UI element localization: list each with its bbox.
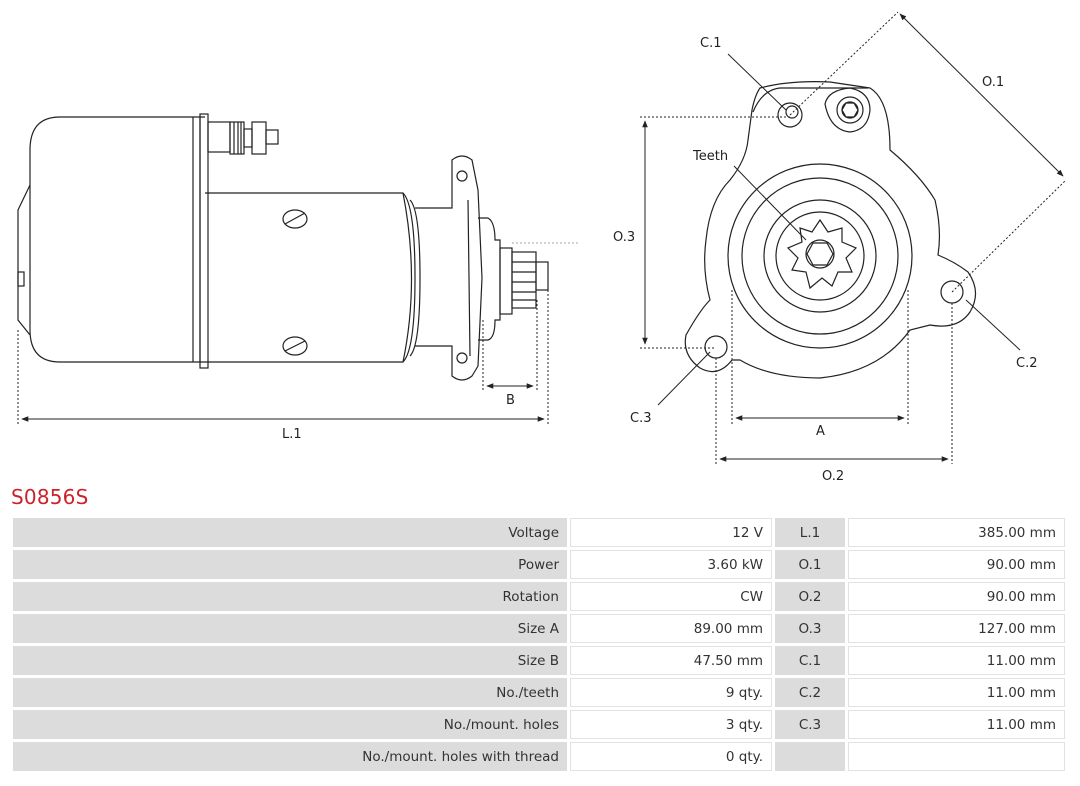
spec-value: 3.60 kW xyxy=(570,550,772,579)
table-row: Size B 47.50 mm C.1 11.00 mm xyxy=(13,646,1065,675)
dim-label-c3: C.3 xyxy=(630,411,651,426)
dim-label: L.1 xyxy=(775,518,845,547)
motor-body xyxy=(205,192,416,363)
table-row: Size A 89.00 mm O.3 127.00 mm xyxy=(13,614,1065,643)
dim-value: 385.00 mm xyxy=(848,518,1065,547)
spec-label: No./mount. holes with thread xyxy=(13,742,567,771)
front-view-dimensions xyxy=(640,11,1067,464)
spec-label: Voltage xyxy=(13,518,567,547)
dim-label-c1: C.1 xyxy=(700,36,721,51)
spec-label: Rotation xyxy=(13,582,567,611)
spec-value: CW xyxy=(570,582,772,611)
dim-label-a: A xyxy=(816,424,825,439)
spec-label: Size A xyxy=(13,614,567,643)
starter-technical-drawing: L.1 B xyxy=(17,11,1067,480)
front-view xyxy=(684,81,977,379)
table-row: No./mount. holes 3 qty. C.3 11.00 mm xyxy=(13,710,1065,739)
dim-label: C.3 xyxy=(775,710,845,739)
spec-value: 12 V xyxy=(570,518,772,547)
table-row: Power 3.60 kW O.1 90.00 mm xyxy=(13,550,1065,579)
dim-value: 11.00 mm xyxy=(848,678,1065,707)
dim-value: 90.00 mm xyxy=(848,582,1065,611)
spec-label: No./mount. holes xyxy=(13,710,567,739)
dim-label-teeth: Teeth xyxy=(692,149,728,164)
spec-label: Power xyxy=(13,550,567,579)
side-view-dimensions xyxy=(17,290,549,425)
dim-label xyxy=(775,742,845,771)
dim-label-l1: L.1 xyxy=(282,427,302,442)
dim-label: C.2 xyxy=(775,678,845,707)
spec-table: Voltage 12 V L.1 385.00 mm Power 3.60 kW… xyxy=(10,515,1068,774)
table-row: Voltage 12 V L.1 385.00 mm xyxy=(13,518,1065,547)
spec-label: Size B xyxy=(13,646,567,675)
dim-label-o2: O.2 xyxy=(822,469,844,480)
dim-label: C.1 xyxy=(775,646,845,675)
dim-value: 11.00 mm xyxy=(848,646,1065,675)
spec-value: 9 qty. xyxy=(570,678,772,707)
terminal-stud xyxy=(207,121,279,155)
side-view xyxy=(17,113,580,381)
dim-label: O.3 xyxy=(775,614,845,643)
spec-label: No./teeth xyxy=(13,678,567,707)
front-housing xyxy=(684,81,977,379)
dim-value: 11.00 mm xyxy=(848,710,1065,739)
table-row: No./mount. holes with thread 0 qty. xyxy=(13,742,1065,771)
pinion-gear xyxy=(786,218,858,290)
dim-label-b: B xyxy=(506,393,515,408)
spec-value: 47.50 mm xyxy=(570,646,772,675)
dim-value xyxy=(848,742,1065,771)
part-number-title: S0856S xyxy=(11,485,89,509)
table-row: No./teeth 9 qty. C.2 11.00 mm xyxy=(13,678,1065,707)
spec-value: 0 qty. xyxy=(570,742,772,771)
dim-label: O.1 xyxy=(775,550,845,579)
dim-value: 90.00 mm xyxy=(848,550,1065,579)
spec-value: 89.00 mm xyxy=(570,614,772,643)
dim-label-o3: O.3 xyxy=(613,230,635,245)
spec-value: 3 qty. xyxy=(570,710,772,739)
dim-label-c2: C.2 xyxy=(1016,356,1037,371)
solenoid-body xyxy=(29,116,205,363)
table-row: Rotation CW O.2 90.00 mm xyxy=(13,582,1065,611)
dim-label-o1: O.1 xyxy=(982,75,1004,90)
dim-label: O.2 xyxy=(775,582,845,611)
dim-value: 127.00 mm xyxy=(848,614,1065,643)
